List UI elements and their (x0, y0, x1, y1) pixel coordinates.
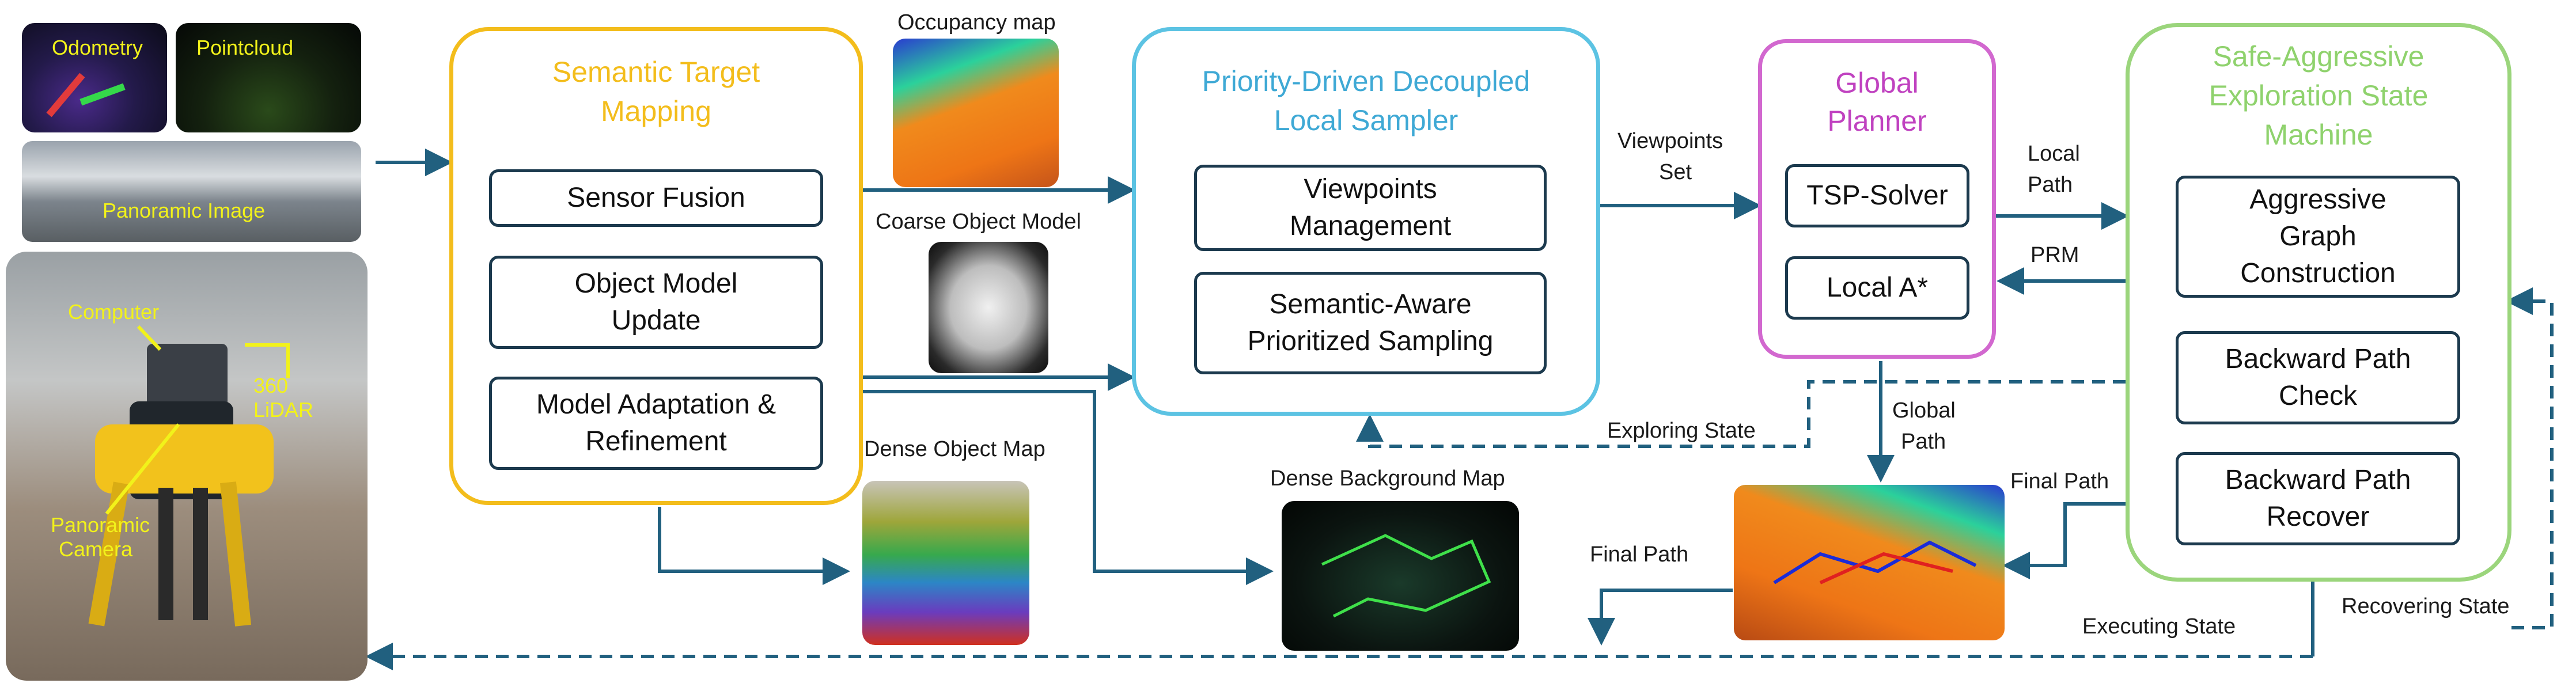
recovering-state-label: Recovering State (2342, 594, 2510, 618)
robot-label-lidar-2: LiDAR (253, 398, 314, 422)
local-sampler-panel: Priority-Driven Decoupled Local Sampler … (1132, 27, 1600, 416)
global-path-label-1: Global (1892, 398, 1956, 423)
local-a-star-box: Local A* (1785, 256, 1969, 320)
robot-label-computer: Computer (68, 300, 160, 324)
arrow-recovering-state (2505, 287, 2554, 629)
prm-label: PRM (2031, 243, 2079, 267)
panoramic-image-label: Panoramic Image (103, 199, 266, 222)
global-planner-title-1: Global (1835, 67, 1919, 99)
object-model-update-box: Object Model Update (489, 256, 823, 349)
robot-label-pointers (105, 325, 290, 515)
dense-object-map-label: Dense Object Map (864, 437, 1045, 461)
sensor-fusion-box: Sensor Fusion (489, 169, 823, 227)
global-path-label-2: Path (1901, 430, 1946, 454)
pointcloud-image: Pointcloud (176, 23, 361, 132)
dense-background-map-image (1282, 501, 1519, 651)
arrow-final-path-left (1588, 589, 1733, 646)
model-adaptation-box: Model Adaptation & Refinement (489, 377, 823, 470)
final-path-left-label: Final Path (1590, 542, 1689, 567)
occupancy-map-image (893, 39, 1059, 187)
arrow-exploring-state (1356, 380, 2126, 448)
exploring-state-label: Exploring State (1607, 419, 1756, 443)
local-sampler-title-2: Local Sampler (1274, 104, 1459, 136)
global-planner-panel: Global Planner TSP-Solver Local A* (1758, 39, 1996, 359)
coarse-object-model-label: Coarse Object Model (876, 210, 1081, 234)
pointcloud-label: Pointcloud (196, 36, 294, 59)
semantic-aware-sampling-box: Semantic-Aware Prioritized Sampling (1194, 272, 1547, 374)
viewpoints-management-box: Viewpoints Management (1194, 165, 1547, 251)
state-machine-title-1: Safe-Aggressive (2213, 40, 2425, 73)
odometry-label: Odometry (52, 36, 143, 59)
dense-object-map-image (862, 481, 1029, 645)
aggressive-graph-box: Aggressive Graph Construction (2176, 176, 2460, 298)
backward-path-check-box: Backward Path Check (2176, 331, 2460, 424)
semantic-target-mapping-panel: Semantic Target Mapping Sensor Fusion Ob… (449, 27, 863, 505)
arrow-mapping-to-dense-object-map (658, 507, 850, 585)
final-path-right-label: Final Path (2010, 469, 2109, 494)
arrow-final-path-right (2002, 502, 2126, 579)
local-path-label-2: Path (2028, 173, 2073, 197)
robot-photo: Computer 360 LiDAR Panoramic Camera (6, 252, 368, 681)
arrow-mapping-to-dense-background-map (863, 390, 1274, 585)
local-sampler-title-1: Priority-Driven Decoupled (1202, 65, 1531, 97)
background-map-trajectory (1321, 534, 1491, 618)
viewpoints-set-label-2: Set (1659, 160, 1692, 184)
final-path-trajectory (1773, 540, 1977, 584)
state-machine-title-2: Exploration State (2208, 79, 2429, 112)
panoramic-image: Panoramic Image (22, 141, 361, 242)
local-path-label-1: Local (2028, 142, 2080, 166)
tsp-solver-box: TSP-Solver (1785, 164, 1969, 227)
robot-label-camera-1: Panoramic (51, 513, 150, 537)
odometry-image: Odometry (22, 23, 167, 132)
dense-background-map-label: Dense Background Map (1270, 466, 1505, 491)
semantic-mapping-title-1: Semantic Target (552, 56, 760, 88)
executing-state-label: Executing State (2082, 614, 2236, 639)
global-planner-title-2: Planner (1827, 105, 1927, 137)
robot-label-camera-2: Camera (59, 537, 133, 561)
coarse-object-model-image (929, 242, 1048, 373)
final-path-map-image (1734, 485, 2005, 640)
backward-path-recover-box: Backward Path Recover (2176, 452, 2460, 545)
state-machine-panel: Safe-Aggressive Exploration State Machin… (2126, 23, 2511, 582)
semantic-mapping-title-2: Mapping (601, 95, 711, 127)
viewpoints-set-label-1: Viewpoints (1617, 129, 1723, 153)
state-machine-title-3: Machine (2264, 119, 2373, 151)
robot-label-lidar-1: 360 (253, 374, 289, 397)
occupancy-map-label: Occupancy map (897, 10, 1056, 35)
